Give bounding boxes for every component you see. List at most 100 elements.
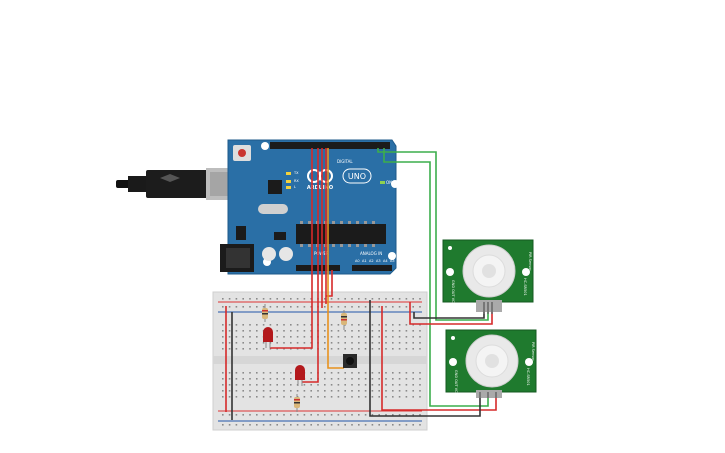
- resistor-1: [262, 304, 268, 322]
- breadboard-hole: [344, 372, 346, 374]
- breadboard-hole: [419, 384, 421, 386]
- breadboard-hole: [412, 336, 414, 338]
- breadboard-hole: [358, 330, 360, 332]
- breadboard-hole: [249, 378, 251, 380]
- wire-pir2-vcc: [381, 306, 497, 411]
- breadboard-hole: [249, 396, 251, 398]
- breadboard-hole: [419, 298, 421, 300]
- breadboard-hole: [303, 396, 306, 398]
- breadboard-hole: [344, 378, 346, 380]
- breadboard-hole: [283, 378, 285, 380]
- pir1-side-label: PIR Sensor: [528, 252, 532, 271]
- breadboard-hole: [324, 336, 326, 338]
- breadboard-hole: [398, 306, 401, 308]
- breadboard-hole: [405, 396, 408, 398]
- breadboard-hole: [283, 396, 285, 398]
- breadboard-hole: [358, 390, 360, 392]
- breadboard-hole: [269, 384, 272, 386]
- breadboard-hole: [242, 372, 244, 374]
- breadboard-hole: [364, 336, 367, 338]
- breadboard-hole: [262, 342, 265, 344]
- breadboard-hole: [235, 330, 238, 332]
- breadboard-hole: [242, 396, 244, 398]
- breadboard-hole: [249, 330, 251, 332]
- breadboard-hole: [310, 414, 312, 416]
- led-2: [295, 365, 305, 386]
- breadboard-hole: [337, 414, 340, 416]
- breadboard-hole: [392, 396, 394, 398]
- breadboard-hole: [222, 336, 224, 338]
- breadboard-hole: [269, 378, 272, 380]
- resistor-3: [294, 394, 300, 412]
- breadboard-hole: [358, 384, 360, 386]
- breadboard-hole: [303, 390, 306, 392]
- breadboard-hole: [276, 336, 278, 338]
- breadboard-hole: [419, 390, 421, 392]
- breadboard-hole: [385, 348, 387, 350]
- breadboard-hole: [364, 372, 367, 374]
- breadboard-hole: [412, 384, 414, 386]
- breadboard-hole: [378, 342, 380, 344]
- breadboard-hole: [324, 414, 326, 416]
- wire-pir1-gnd: [413, 312, 485, 319]
- breadboard-hole: [228, 306, 231, 308]
- breadboard-hole: [262, 372, 265, 374]
- breadboard-hole: [276, 378, 278, 380]
- breadboard-hole: [269, 424, 272, 426]
- resistor-2: [341, 310, 347, 330]
- breadboard-hole: [256, 424, 258, 426]
- breadboard-hole: [344, 390, 346, 392]
- breadboard-hole: [249, 414, 251, 416]
- breadboard-hole: [358, 298, 360, 300]
- breadboard-hole: [351, 324, 353, 326]
- breadboard-hole: [351, 348, 353, 350]
- breadboard-hole: [290, 342, 292, 344]
- wire-pir2-gnd: [369, 300, 481, 417]
- breadboard-hole: [303, 336, 306, 338]
- rx-label: RX: [294, 179, 299, 183]
- push-button[interactable]: [343, 354, 357, 368]
- breadboard-hole: [296, 396, 299, 398]
- digital-label: DIGITAL: [337, 159, 353, 164]
- l-label: L: [294, 185, 296, 189]
- breadboard-hole: [358, 342, 360, 344]
- breadboard-hole: [351, 414, 353, 416]
- breadboard-hole: [276, 306, 278, 308]
- breadboard-hole: [283, 424, 285, 426]
- breadboard-hole: [290, 390, 292, 392]
- breadboard-hole: [290, 330, 292, 332]
- breadboard-hole: [351, 372, 353, 374]
- breadboard-hole: [324, 298, 326, 300]
- breadboard-hole: [371, 330, 374, 332]
- breadboard-hole: [337, 306, 340, 308]
- breadboard-hole: [228, 336, 231, 338]
- breadboard-hole: [371, 384, 374, 386]
- breadboard-hole: [222, 372, 224, 374]
- breadboard-hole: [337, 384, 340, 386]
- breadboard-hole: [249, 348, 251, 350]
- pir-sensor-1: PIR Sensor HC-SR501 GND OUT VCC: [442, 239, 534, 314]
- breadboard-hole: [303, 330, 306, 332]
- breadboard-hole: [364, 330, 367, 332]
- pir1-model-label: HC-SR501: [523, 278, 527, 296]
- breadboard-hole: [412, 390, 414, 392]
- breadboard-hole: [303, 306, 306, 308]
- breadboard-hole: [290, 372, 292, 374]
- breadboard-hole: [371, 336, 374, 338]
- breadboard-hole: [337, 298, 340, 300]
- breadboard-hole: [358, 424, 360, 426]
- breadboard-hole: [344, 424, 346, 426]
- breadboard-hole: [358, 378, 360, 380]
- breadboard-hole: [344, 384, 346, 386]
- breadboard-hole: [405, 298, 408, 300]
- breadboard-hole: [371, 424, 374, 426]
- breadboard-hole: [317, 396, 319, 398]
- breadboard-hole: [364, 414, 367, 416]
- breadboard-hole: [330, 378, 333, 380]
- breadboard-hole: [344, 414, 346, 416]
- breadboard-hole: [249, 372, 251, 374]
- breadboard-hole: [419, 414, 421, 416]
- analog-pin-label: A3: [376, 259, 381, 263]
- breadboard-hole: [398, 336, 401, 338]
